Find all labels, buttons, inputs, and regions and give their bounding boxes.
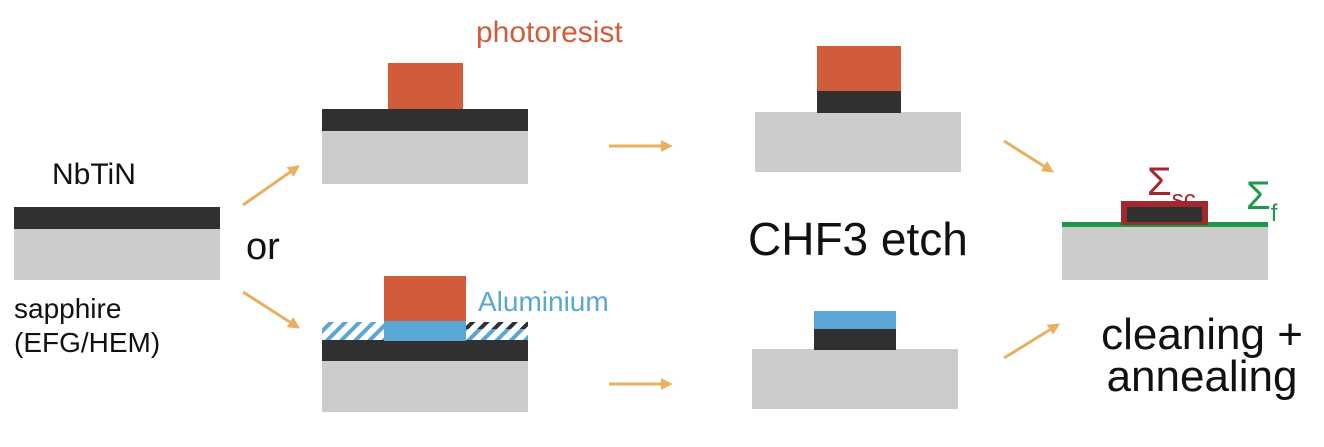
top2-substrate — [755, 112, 961, 172]
top2-photoresist-block — [817, 46, 901, 91]
sapphire-label: sapphire (EFG/HEM) — [14, 293, 161, 358]
chf3-etch-label: CHF3 etch — [748, 213, 968, 265]
arrow-to-top-branch — [242, 165, 300, 207]
top2-nbtin-strip — [817, 91, 901, 113]
arrow-top-to-final — [1003, 139, 1055, 173]
process-arrows — [242, 139, 1061, 390]
initial-nbtin-layer — [14, 207, 220, 229]
bottom2-nbtin-strip — [814, 329, 896, 350]
sigma-f-subscript: f — [1270, 200, 1278, 227]
top1-nbtin-layer — [322, 109, 528, 131]
sigma-sc-symbol: Σ — [1147, 160, 1172, 204]
photoresist-label: photoresist — [476, 16, 623, 49]
top1-substrate — [322, 130, 528, 184]
bottom1-substrate — [322, 360, 528, 412]
arrow-to-bottom-branch — [242, 290, 301, 329]
bottom1-hatched-dark-strip — [466, 322, 528, 329]
or-label: or — [246, 226, 280, 268]
arrow-bottom-to-final — [1003, 323, 1061, 360]
final-substrate — [1062, 224, 1268, 280]
bottom-stack-1 — [322, 276, 528, 412]
top-stack-1 — [322, 63, 528, 184]
sigma-f-symbol: Σ — [1246, 174, 1271, 218]
bottom1-aluminium-layer — [384, 321, 466, 341]
bottom2-aluminium-strip — [814, 311, 896, 329]
bottom2-substrate — [752, 349, 958, 409]
sigma-sc-label: Σsc — [1147, 162, 1196, 212]
bottom1-aluminium-hatched-left — [322, 322, 384, 340]
cleaning-annealing-label: cleaning + annealing — [1101, 310, 1303, 401]
nbtin-label: NbTiN — [52, 158, 136, 191]
final-nbtin-strip — [1127, 207, 1202, 222]
bottom1-nbtin-layer — [322, 340, 528, 361]
aluminium-label: Aluminium — [478, 286, 609, 317]
sigma-sc-subscript: sc — [1171, 186, 1196, 213]
initial-stack — [14, 207, 220, 280]
final-stack — [1062, 201, 1268, 280]
sigma-f-label: Σf — [1246, 176, 1277, 226]
bottom1-photoresist-block — [384, 276, 466, 321]
initial-substrate — [14, 228, 220, 280]
bottom-stack-2 — [752, 311, 958, 409]
top1-photoresist-block — [388, 63, 463, 109]
top-stack-2 — [755, 46, 961, 172]
